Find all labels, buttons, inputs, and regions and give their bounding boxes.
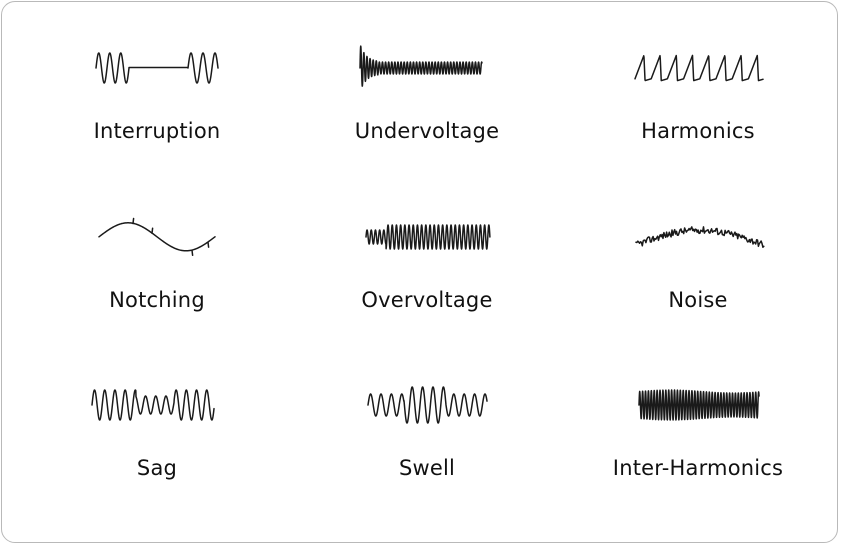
overvoltage-waveform-icon	[365, 224, 491, 250]
notching-waveform-icon	[98, 217, 216, 257]
waveform-label: Noise	[668, 288, 728, 312]
waveform-undervoltage: Undervoltage	[292, 0, 562, 150]
waveform-label: Sag	[136, 456, 178, 480]
waveform-label: Undervoltage	[354, 119, 500, 143]
waveform-notching: Notching	[22, 169, 292, 319]
inter-harmonics-waveform-icon	[638, 389, 760, 421]
waveform-label: Overvoltage	[361, 288, 493, 312]
waveform-path	[638, 389, 760, 421]
waveform-noise: Noise	[563, 169, 833, 319]
waveform-swell: Swell	[292, 337, 562, 487]
waveform-path	[367, 386, 488, 424]
waveform-path	[91, 389, 215, 421]
interruption-waveform-icon	[95, 52, 219, 84]
waveform-inter-harmonics: Inter-Harmonics	[563, 337, 833, 487]
waveform-label: Swell	[398, 456, 456, 480]
undervoltage-waveform-icon	[359, 45, 483, 87]
waveform-label: Interruption	[93, 119, 221, 143]
waveform-path	[98, 217, 216, 257]
waveform-overvoltage: Overvoltage	[292, 169, 562, 319]
waveform-path	[635, 226, 765, 248]
waveform-sag: Sag	[22, 337, 292, 487]
harmonics-waveform-icon	[634, 54, 764, 82]
waveform-path	[359, 45, 483, 87]
waveform-label: Harmonics	[641, 119, 755, 143]
noise-waveform-icon	[635, 226, 765, 248]
waveform-path	[634, 54, 764, 82]
waveform-path	[365, 224, 491, 250]
waveform-label: Inter-Harmonics	[612, 456, 784, 480]
waveform-label: Notching	[109, 288, 205, 312]
sag-waveform-icon	[91, 389, 215, 421]
waveform-harmonics: Harmonics	[563, 0, 833, 150]
waveform-path	[95, 52, 219, 84]
waveform-interruption: Interruption	[22, 0, 292, 150]
swell-waveform-icon	[367, 386, 488, 424]
